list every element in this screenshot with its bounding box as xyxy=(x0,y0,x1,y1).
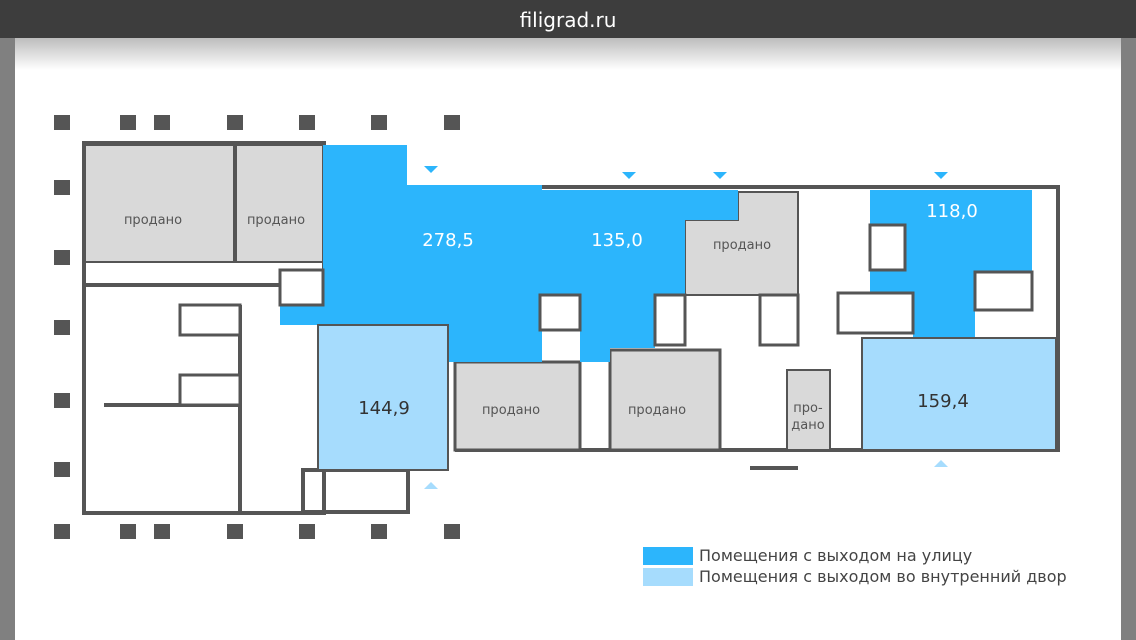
street-entrance-icon xyxy=(622,172,636,179)
unit-135-0[interactable] xyxy=(542,190,738,362)
courtyard-entrance-icon xyxy=(424,482,438,489)
sold-unit[interactable] xyxy=(608,348,722,452)
sold-units xyxy=(84,144,831,452)
legend-label: Помещения с выходом на улицу xyxy=(699,546,973,565)
columns xyxy=(54,115,460,539)
unit-159-4[interactable] xyxy=(861,337,1057,451)
sold-label: дано xyxy=(791,418,824,433)
sold-label: продано xyxy=(628,403,686,418)
unit-area-label: 278,5 xyxy=(422,230,474,251)
unit-area-label: 144,9 xyxy=(358,398,410,419)
unit-278-5[interactable] xyxy=(280,145,542,362)
unit-118-0[interactable] xyxy=(870,190,1032,338)
entrance-arrows xyxy=(424,166,948,489)
sold-label: продано xyxy=(124,213,182,228)
sold-unit[interactable] xyxy=(786,369,831,451)
unit-144-9[interactable] xyxy=(317,324,449,471)
sold-unit[interactable] xyxy=(235,144,324,263)
legend-item-courtyard: Помещения с выходом во внутренний двор xyxy=(643,567,1067,586)
stairs-lifts xyxy=(178,223,1034,407)
unit-area-label: 135,0 xyxy=(591,230,643,251)
courtyard-entrance-icon xyxy=(934,460,948,467)
available-units xyxy=(280,145,1057,471)
sold-label: продано xyxy=(247,213,305,228)
sold-label: продано xyxy=(713,238,771,253)
street-entrance-icon xyxy=(424,166,438,173)
legend-label: Помещения с выходом во внутренний двор xyxy=(699,567,1067,586)
sold-label: про- xyxy=(793,401,823,416)
legend-item-street: Помещения с выходом на улицу xyxy=(643,546,972,565)
unit-area-label: 159,4 xyxy=(917,391,969,412)
legend-swatch xyxy=(643,567,693,586)
street-entrance-icon xyxy=(934,172,948,179)
sold-label: продано xyxy=(482,403,540,418)
legend-swatch xyxy=(643,546,693,565)
browser-title[interactable]: filigrad.ru xyxy=(0,0,1136,38)
unit-area-label: 118,0 xyxy=(926,201,978,222)
sold-unit[interactable] xyxy=(84,144,235,263)
street-entrance-icon xyxy=(713,172,727,179)
